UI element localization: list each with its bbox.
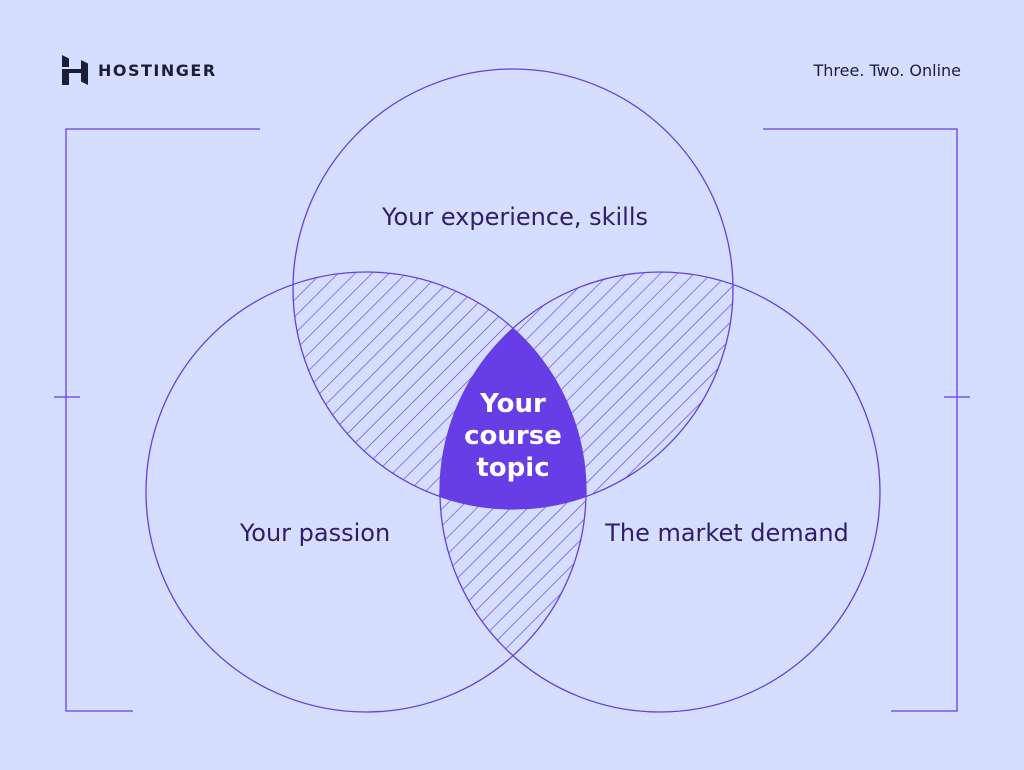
hostinger-logo-icon <box>62 55 88 85</box>
label-experience-skills: Your experience, skills <box>381 203 649 231</box>
right-bracket <box>763 128 970 712</box>
brand-name: HOSTINGER <box>98 60 217 80</box>
label-course-topic: Your course topic <box>464 389 562 483</box>
brand-logo: HOSTINGER <box>62 55 217 85</box>
label-market-demand: The market demand <box>605 519 849 547</box>
circle-experience-skills <box>292 68 734 510</box>
brand-tagline: Three. Two. Online <box>813 61 962 80</box>
left-bracket <box>54 128 260 712</box>
label-passion: Your passion <box>239 519 391 547</box>
circle-market-demand <box>439 271 881 713</box>
circle-passion <box>145 271 587 713</box>
